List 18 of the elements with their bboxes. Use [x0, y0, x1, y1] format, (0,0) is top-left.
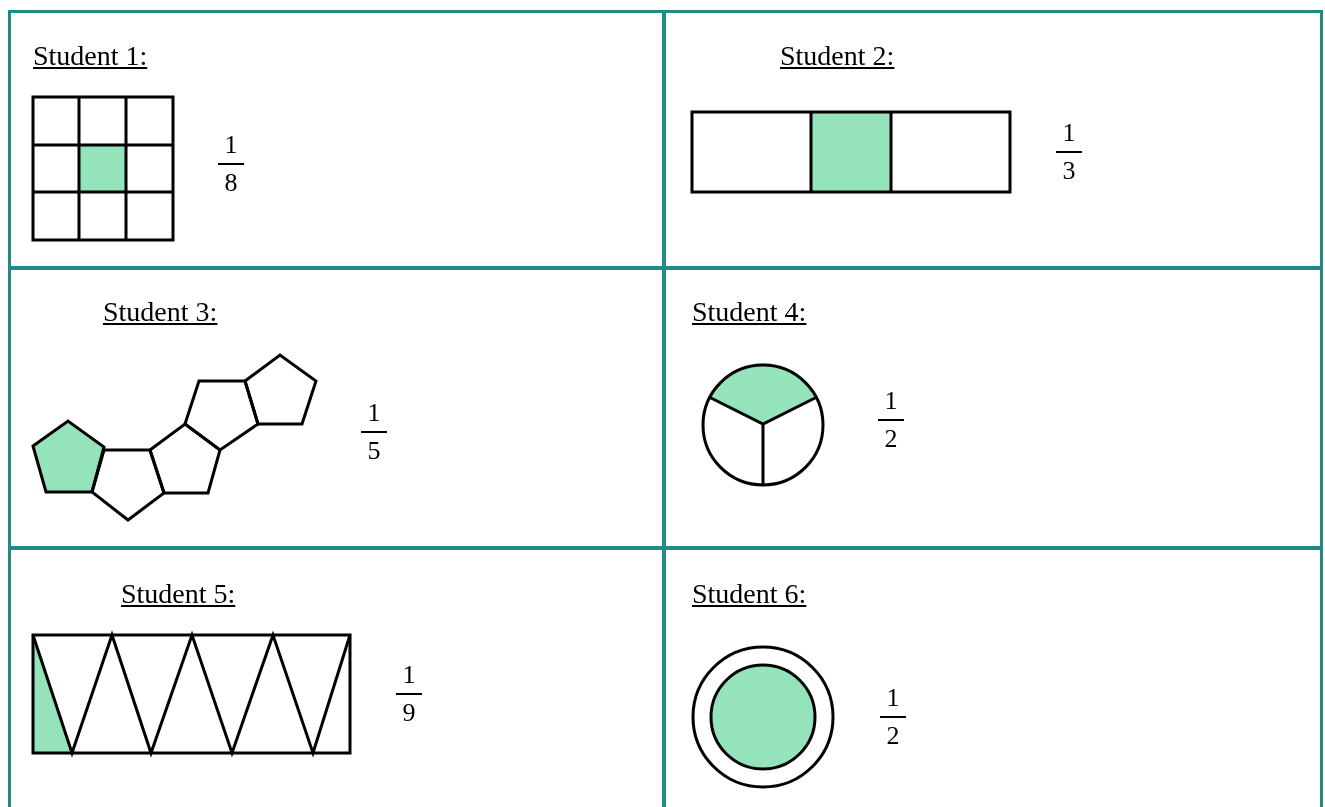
student-label: Student 2: — [780, 42, 895, 70]
fraction-numerator: 1 — [401, 662, 417, 688]
fraction-numerator: 1 — [223, 132, 239, 158]
fraction-denominator: 5 — [366, 438, 382, 464]
fraction-denominator: 2 — [885, 723, 901, 749]
student-label: Student 1: — [33, 42, 148, 70]
fraction-denominator: 2 — [883, 426, 899, 452]
fraction-denominator: 3 — [1061, 158, 1077, 184]
fraction-numerator: 1 — [366, 400, 382, 426]
fraction-numerator: 1 — [885, 685, 901, 711]
fraction-numerator: 1 — [883, 388, 899, 414]
fraction-numerator: 1 — [1061, 120, 1077, 146]
student-label: Student 4: — [692, 298, 807, 326]
fraction-denominator: 8 — [223, 170, 239, 196]
fraction-denominator: 9 — [401, 700, 417, 726]
student-label: Student 5: — [121, 580, 236, 608]
student-label: Student 6: — [692, 580, 807, 608]
student-label: Student 3: — [103, 298, 218, 326]
